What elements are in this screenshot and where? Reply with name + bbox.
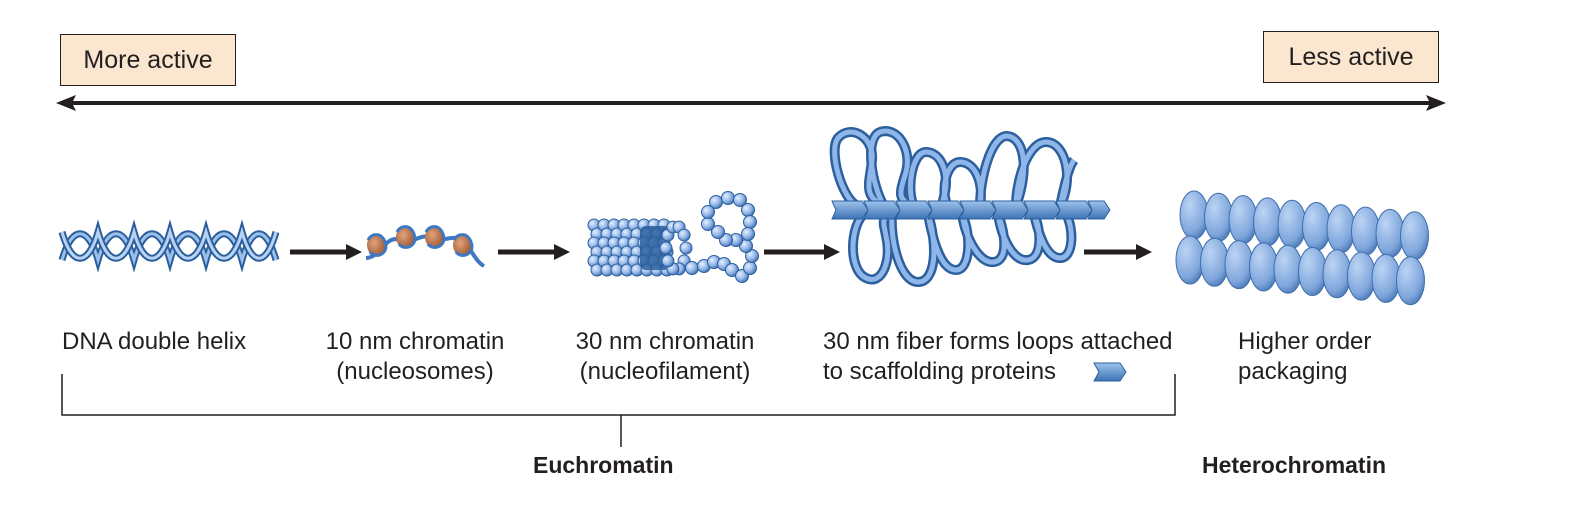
chromatin-oval [1200,237,1229,287]
chromatin-oval [1302,202,1331,251]
chromatin-oval [1322,249,1352,299]
less-active-box: Less active [1263,31,1439,83]
chromatin-bead [685,261,699,275]
chromatin-bead [661,254,675,268]
chromatin-bead [733,193,747,207]
dna-label: DNA double helix [62,328,247,355]
chromatin-oval [1253,197,1282,247]
nucleosome-icon [365,225,486,268]
nucleofilament-label: 30 nm chromatin (nucleofilament) [575,328,755,385]
dna-helix-icon [58,219,280,273]
nucleofilament-icon [587,191,759,283]
nucleosomes-label: 10 nm chromatin (nucleosomes) [325,328,505,385]
loop-fiber-icon [829,126,1111,287]
chromatin-bead [741,203,755,217]
chromatin-bead [701,205,715,219]
process-arrow-1 [290,244,362,260]
heterochromatin-label: Heterochromatin [1202,452,1387,478]
chromatin-oval [1277,199,1307,249]
chromatin-oval [1249,242,1278,292]
less-active-label: Less active [1288,42,1414,71]
chromatin-bead [709,195,723,209]
scaffold-protein-icon [831,200,1111,220]
chromatin-oval [1273,244,1303,294]
chromatin-bead [701,217,715,231]
chromatin-oval [1347,251,1376,301]
higher-order-label: Higher order packaging [1238,328,1372,385]
chromatin-oval [1326,204,1356,254]
euchromatin-bracket [61,374,1176,447]
chromatin-oval [1371,253,1401,303]
loops-label: 30 nm fiber forms loops attached to scaf… [823,328,1173,385]
chromatin-bead [741,227,755,241]
more-active-box: More active [60,34,236,86]
chromatin-oval [1400,211,1429,261]
chromatin-bead [711,225,725,239]
more-active-label: More active [83,45,213,74]
chromatin-oval [1204,192,1233,242]
activity-double-arrow [56,95,1446,111]
chromatin-oval [1228,195,1258,245]
chromatin-oval [1298,247,1327,296]
chromatin-bead [743,261,757,275]
chromatin-oval [1224,240,1254,290]
chromatin-oval [1351,206,1380,256]
process-arrow-4 [1084,244,1152,260]
chromatin-bead [721,191,735,205]
chromatin-bead [677,228,691,242]
scaffold-legend-icon [1093,362,1127,382]
chromatin-bead [659,241,673,255]
chromatin-oval [1375,208,1405,258]
process-arrow-2 [498,244,570,260]
higher-order-icon [1175,190,1429,306]
chromatin-bead [743,215,757,229]
process-arrow-3 [764,244,840,260]
euchromatin-label: Euchromatin [533,452,674,478]
chromatin-oval [1175,235,1205,285]
chromatin-oval [1179,190,1209,240]
chromatin-bead [679,241,693,255]
chromatin-oval [1396,256,1425,306]
